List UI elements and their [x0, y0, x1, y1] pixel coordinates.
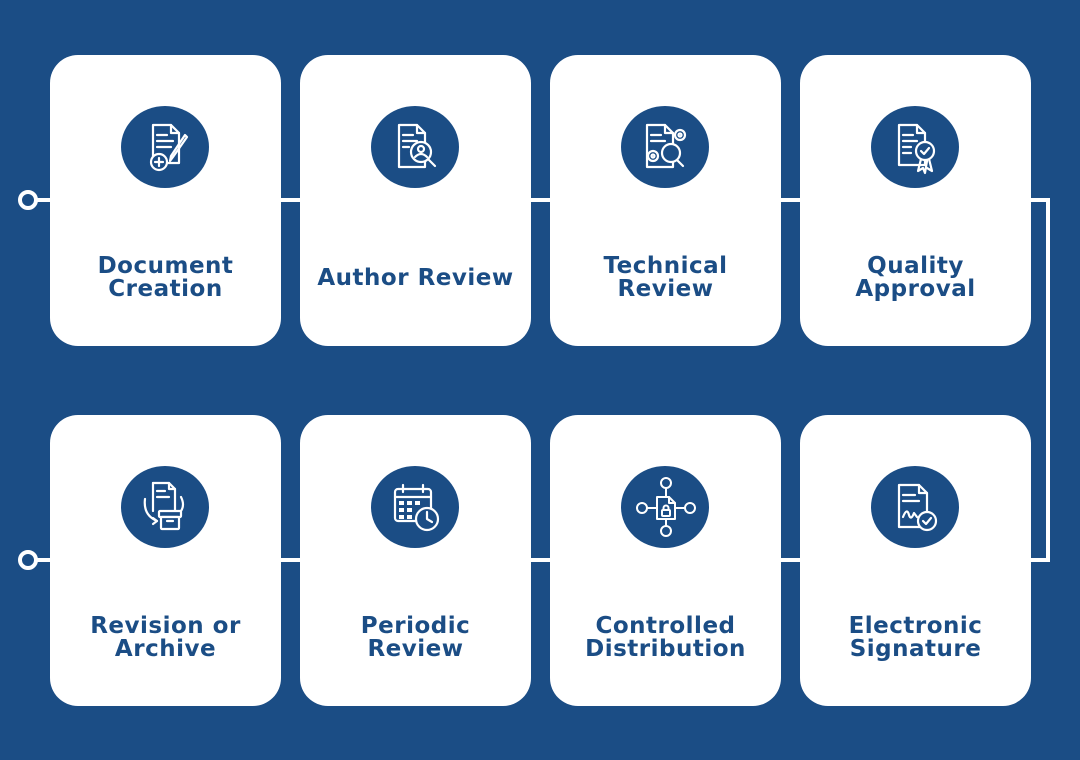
document-settings-icon: [645, 123, 687, 169]
step-label-line: Periodic: [360, 613, 471, 639]
step-label-line: Revision or: [90, 613, 241, 639]
icon-badge: [871, 466, 959, 548]
step-label-line: Electronic: [848, 613, 983, 639]
flow-start-node: [18, 190, 38, 210]
icon-badge: [871, 106, 959, 188]
icon-badge: [621, 466, 709, 548]
step-label: Revision or Archive: [50, 611, 281, 665]
document-create-icon: [149, 123, 189, 172]
distribution-network-icon: [636, 477, 696, 537]
step-label: Author Review: [300, 251, 531, 305]
step-label-line: Technical: [603, 253, 728, 279]
step-label-line: Author Review: [317, 264, 514, 291]
step-label-line: Document: [97, 253, 234, 279]
step-card-electronic-signature: Electronic Signature: [800, 415, 1031, 706]
step-label-line: Quality: [867, 253, 964, 279]
step-card-controlled-distribution: Controlled Distribution: [550, 415, 781, 706]
flow-end-node: [18, 550, 38, 570]
step-card-author-review: Author Review: [300, 55, 531, 346]
step-label: Technical Review: [550, 251, 781, 305]
step-label-line: Review: [617, 276, 714, 302]
document-search-icon: [397, 123, 437, 169]
step-label-line: Review: [367, 636, 464, 662]
icon-badge: [621, 106, 709, 188]
step-card-periodic-review: Periodic Review: [300, 415, 531, 706]
step-label: Periodic Review: [300, 611, 531, 665]
icon-badge: [371, 466, 459, 548]
e-signature-icon: [897, 483, 938, 532]
step-card-technical-review: Technical Review: [550, 55, 781, 346]
step-label: Electronic Signature: [800, 611, 1031, 665]
icon-badge: [121, 106, 209, 188]
archive-icon: [143, 481, 185, 531]
document-approval-icon: [897, 123, 936, 175]
step-label: Document Creation: [50, 251, 281, 305]
step-label: Quality Approval: [800, 251, 1031, 305]
calendar-clock-icon: [393, 483, 440, 532]
connector-loop: [1031, 198, 1050, 562]
step-label-line: Archive: [114, 636, 217, 662]
step-label-line: Approval: [855, 276, 976, 302]
step-card-document-creation: Document Creation: [50, 55, 281, 346]
step-label-line: Signature: [849, 636, 982, 662]
step-card-quality-approval: Quality Approval: [800, 55, 1031, 346]
step-label-line: Creation: [108, 276, 223, 302]
icon-badge: [371, 106, 459, 188]
step-label-line: Controlled: [595, 613, 736, 639]
step-label-line: Distribution: [585, 636, 746, 662]
step-label: Controlled Distribution: [550, 611, 781, 665]
step-card-revision-or-archive: Revision or Archive: [50, 415, 281, 706]
icon-badge: [121, 466, 209, 548]
